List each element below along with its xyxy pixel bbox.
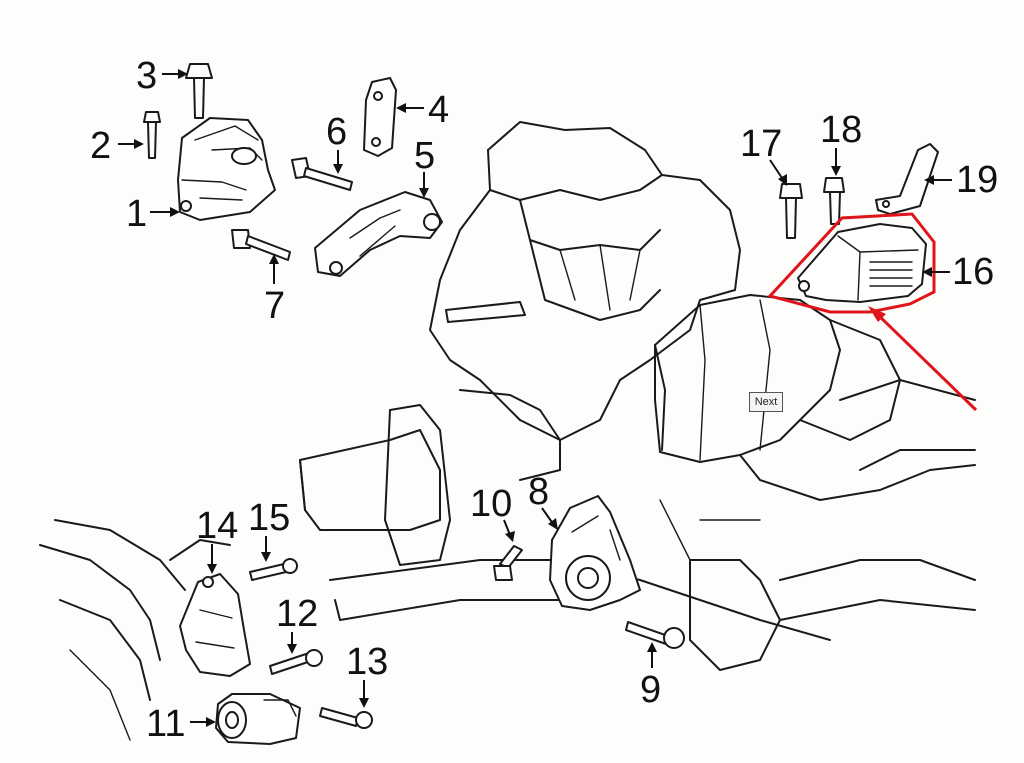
callout-2: 2 (90, 125, 111, 167)
callout-labels: 1 2 3 4 5 6 7 8 9 10 11 12 13 14 15 16 1… (90, 55, 998, 745)
callout-8: 8 (528, 471, 549, 513)
subframe-outline (299, 379, 976, 671)
part-1-engine-mount (177, 117, 276, 221)
callout-14: 14 (196, 505, 238, 547)
engine-block-outline (429, 121, 741, 481)
part-12-bolt (269, 649, 323, 675)
part-14-bracket (179, 573, 251, 677)
part-19-bracket (875, 143, 939, 215)
part-5-bracket (314, 191, 443, 277)
next-button[interactable]: Next (749, 392, 783, 412)
part-17-bolt (779, 183, 803, 239)
callout-6: 6 (326, 111, 347, 153)
highlight-outline-part-16 (767, 212, 978, 412)
callout-arrows (118, 69, 952, 727)
part-6-bolt (291, 157, 353, 191)
part-18-bolt (823, 177, 845, 225)
callout-15: 15 (248, 497, 290, 539)
callout-7: 7 (264, 285, 285, 327)
part-3-bolt (185, 63, 213, 119)
callout-5: 5 (414, 135, 435, 177)
callout-1: 1 (126, 193, 147, 235)
part-2-bolt (143, 111, 161, 159)
callout-16: 16 (952, 251, 994, 293)
callout-13: 13 (346, 641, 388, 683)
left-chassis-outline (39, 519, 231, 741)
part-10-bolt (493, 545, 523, 581)
part-9-bolt (625, 621, 685, 649)
callout-4: 4 (428, 89, 449, 131)
callout-17: 17 (740, 123, 782, 165)
callout-18: 18 (820, 109, 862, 151)
part-11-mount (215, 693, 301, 745)
part-13-bolt (319, 707, 373, 729)
callout-9: 9 (640, 669, 661, 711)
part-16-mount (797, 223, 927, 303)
part-4-bracket (363, 77, 397, 157)
part-15-bolt (249, 558, 298, 581)
callout-11: 11 (146, 703, 185, 745)
callout-19: 19 (956, 159, 998, 201)
callout-10: 10 (470, 483, 512, 525)
transmission-outline (654, 294, 976, 501)
callout-12: 12 (276, 593, 318, 635)
callout-3: 3 (136, 55, 157, 97)
part-8-mount (549, 495, 641, 611)
part-7-bolt (231, 229, 291, 261)
